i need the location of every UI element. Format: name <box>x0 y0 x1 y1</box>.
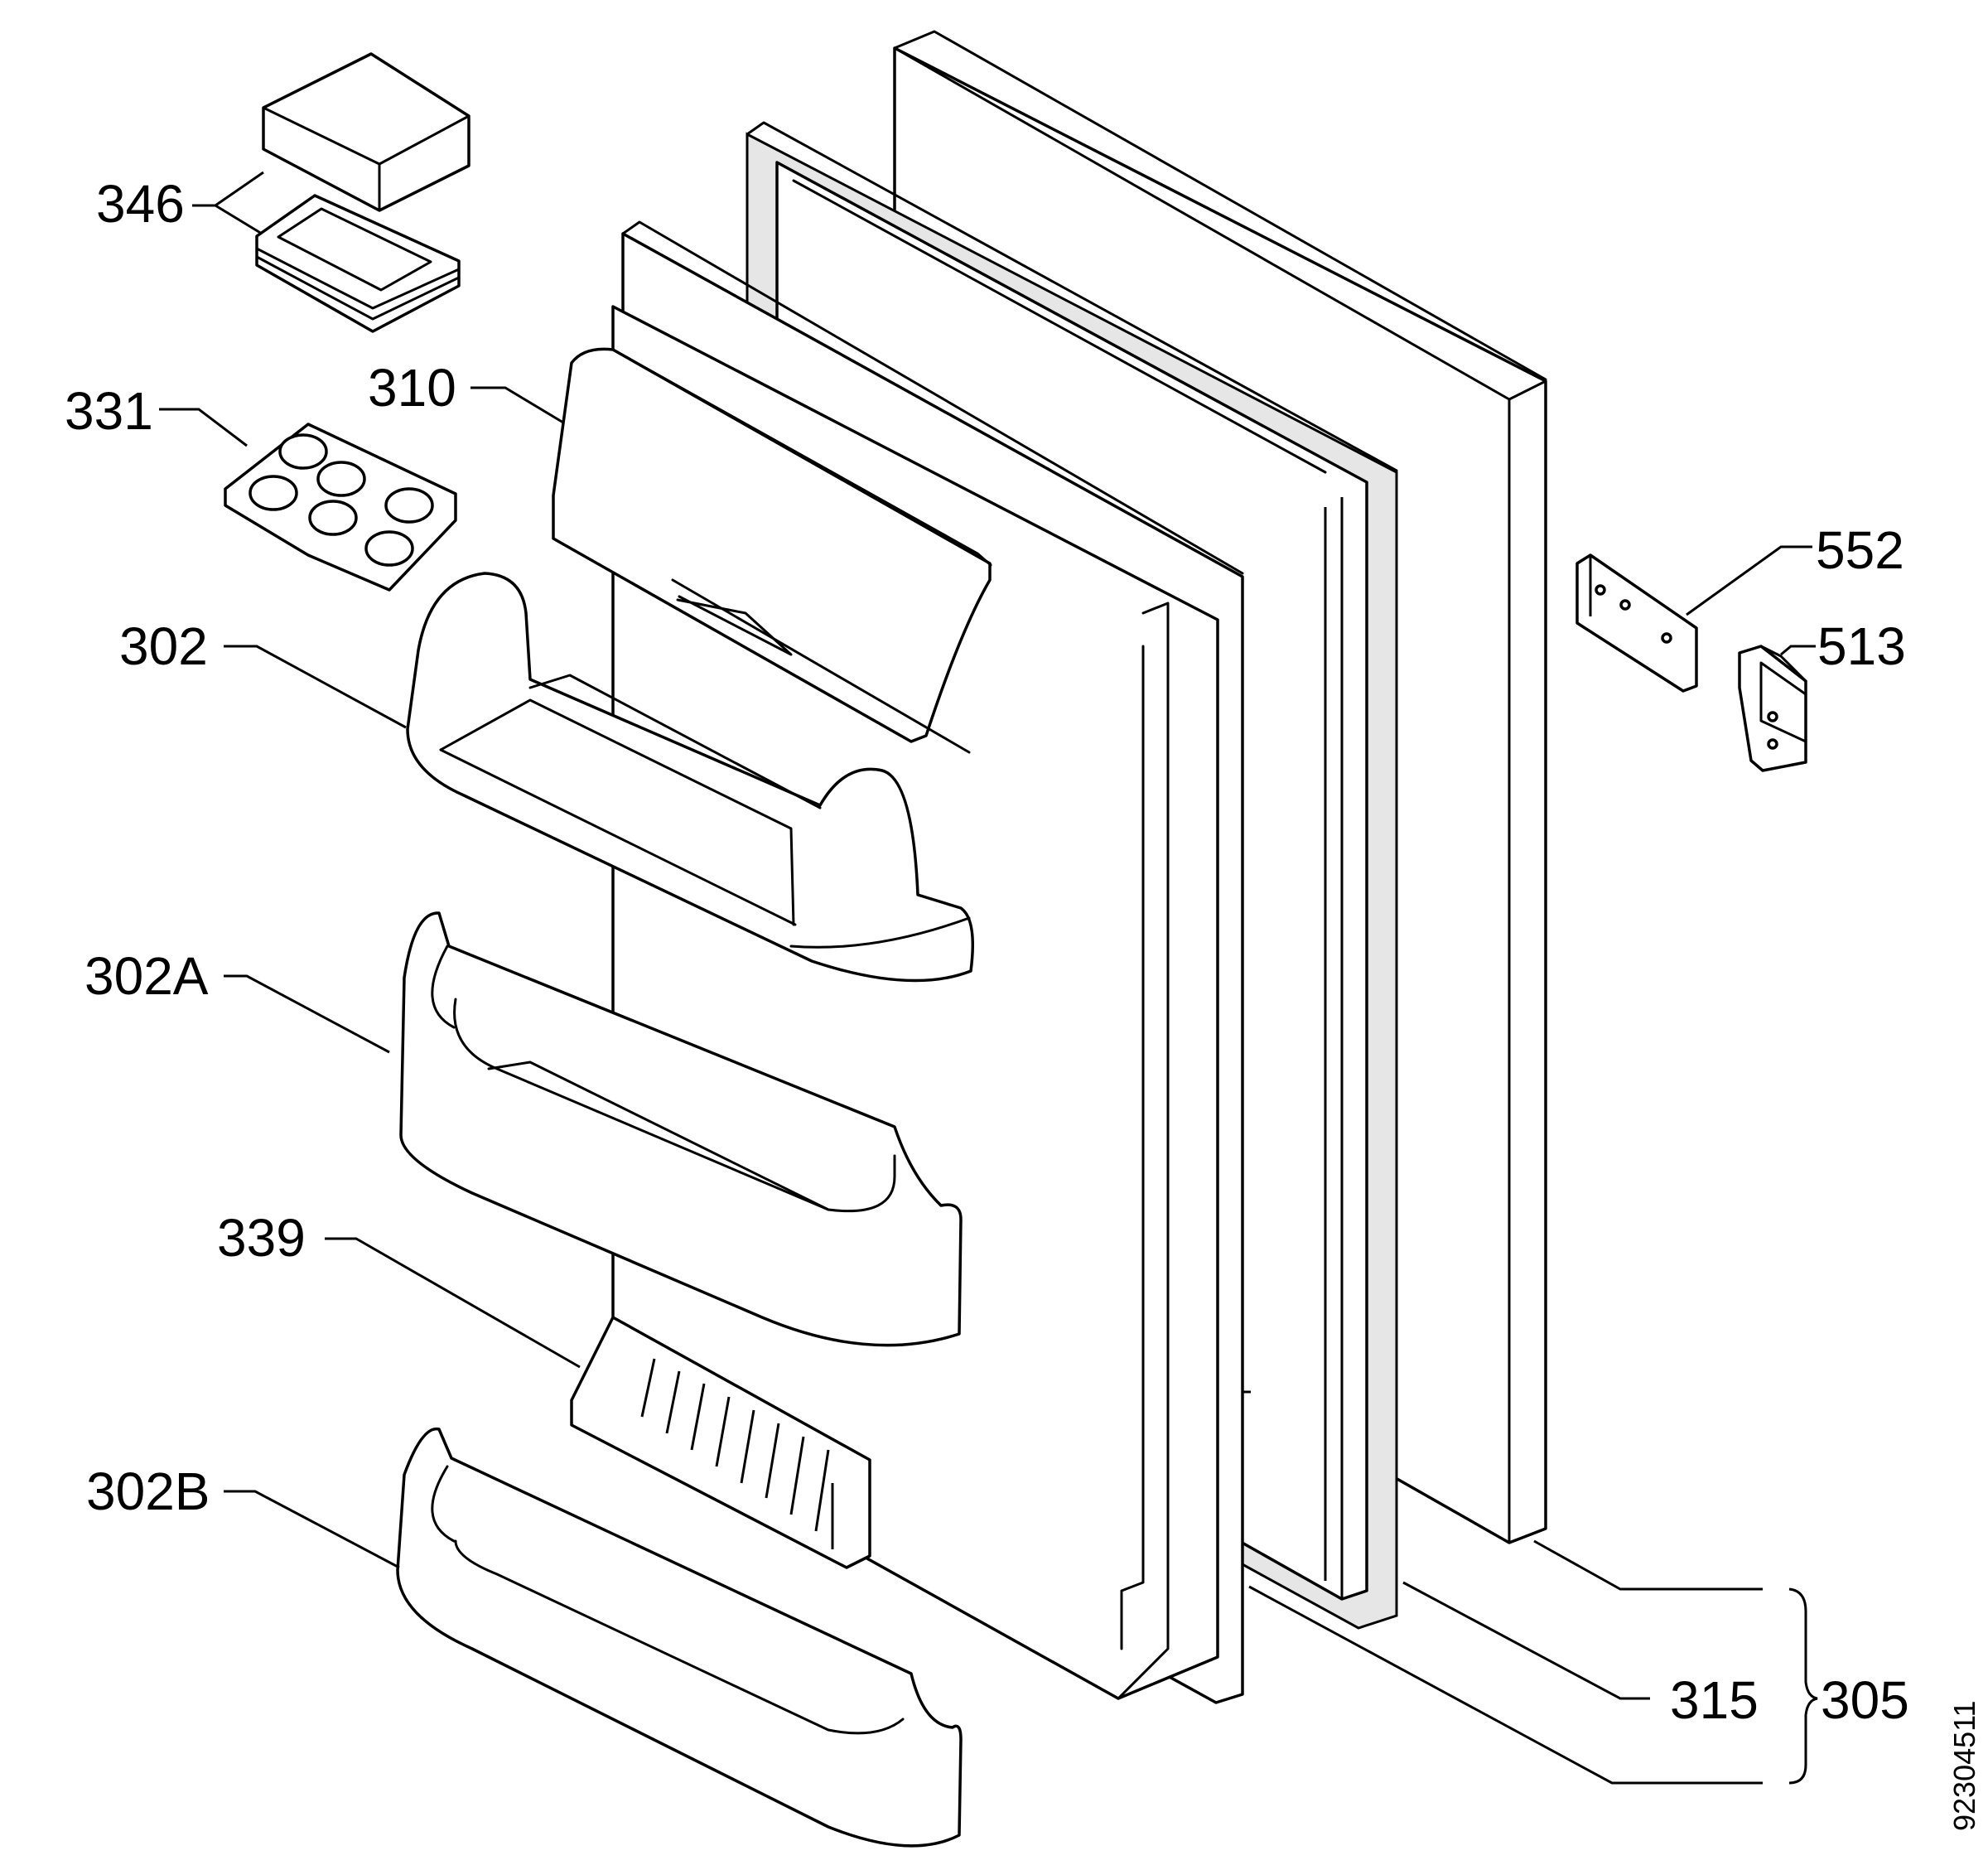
door-shelf-bottom <box>396 1427 963 1848</box>
door-shelf-upper <box>406 572 975 983</box>
label-331: 331 <box>65 381 153 441</box>
label-305: 305 <box>1821 1670 1909 1730</box>
part-labels: 346 331 310 302 302A 339 302B 552 513 31… <box>65 174 1909 1730</box>
bottle-retainer <box>570 1316 871 1569</box>
hinge-plate <box>1575 553 1698 693</box>
label-302: 302 <box>119 616 208 676</box>
label-302B: 302B <box>86 1462 210 1521</box>
door-shelf-middle <box>399 911 963 1347</box>
hinge-bracket <box>1738 645 1807 772</box>
label-339: 339 <box>217 1208 306 1268</box>
leader-lines <box>159 171 1818 1785</box>
egg-tray <box>224 423 457 592</box>
label-315: 315 <box>1670 1670 1759 1730</box>
drawing-reference-number: 92304511 <box>1947 1701 1981 1832</box>
butter-dish <box>255 52 470 333</box>
label-302A: 302A <box>84 946 209 1006</box>
label-310: 310 <box>368 358 456 418</box>
dairy-compartment-flap <box>552 347 992 754</box>
label-513: 513 <box>1817 616 1906 676</box>
label-552: 552 <box>1816 520 1904 580</box>
label-346: 346 <box>96 174 185 234</box>
